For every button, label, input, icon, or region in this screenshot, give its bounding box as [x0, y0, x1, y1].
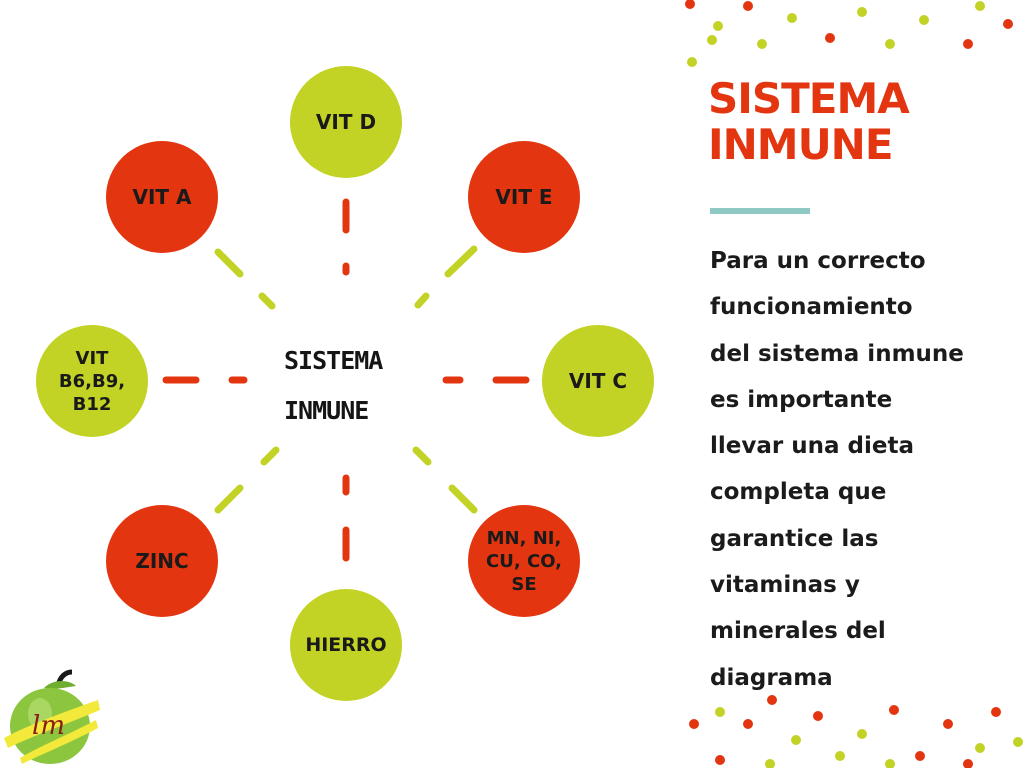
center-title-line-1: SISTEMA	[284, 346, 383, 375]
decorative-dot	[1003, 19, 1013, 29]
decorative-dot	[713, 21, 723, 31]
decorative-dot	[743, 719, 753, 729]
node-vit-b: VIT B6,B9, B12	[36, 325, 148, 437]
decorative-dot	[943, 719, 953, 729]
center-title-line-2: INMUNE	[284, 396, 369, 425]
node-minerales: MN, NI, CU, CO, SE	[468, 505, 580, 617]
node-vit-e-label: VIT E	[495, 185, 553, 209]
decorative-dot	[767, 695, 777, 705]
logo-text: lm	[32, 711, 65, 741]
decorative-dot	[975, 1, 985, 11]
node-hierro-label: HIERRO	[305, 634, 387, 656]
decorative-dot	[885, 759, 895, 768]
connector-minerales-2	[412, 446, 432, 466]
decorative-dots-bottom	[689, 695, 1023, 768]
node-vit-d: VIT D	[290, 66, 402, 178]
connector-vit-a-2	[258, 292, 276, 310]
decorative-dot	[689, 719, 699, 729]
node-vit-c: VIT C	[542, 325, 654, 437]
logo: lm	[0, 664, 104, 768]
node-vit-e: VIT E	[468, 141, 580, 253]
connector-vit-e-2	[414, 292, 430, 309]
decorative-dot	[889, 705, 899, 715]
decorative-dot	[963, 39, 973, 49]
node-vit-a-label: VIT A	[132, 185, 192, 209]
decorative-dot	[835, 751, 845, 761]
node-vit-d-label: VIT D	[315, 110, 377, 134]
decorative-dot	[885, 39, 895, 49]
decorative-dots-top	[685, 0, 1013, 67]
connector-vit-e-1	[444, 245, 478, 278]
center-title: SISTEMA INMUNE	[284, 336, 424, 436]
decorative-dot	[743, 1, 753, 11]
decorative-dot	[715, 707, 725, 717]
decorative-dot	[707, 35, 717, 45]
node-minerales-label: MN, NI, CU, CO, SE	[486, 527, 562, 595]
decorative-dot	[975, 743, 985, 753]
decorative-dot	[715, 755, 725, 765]
decorative-dot	[915, 751, 925, 761]
decorative-dot	[1013, 737, 1023, 747]
decorative-dot	[919, 15, 929, 25]
decorative-dot	[857, 729, 867, 739]
decorative-dot	[765, 759, 775, 768]
connector-zinc-1	[214, 484, 244, 514]
node-vit-b-label: VIT B6,B9, B12	[58, 347, 126, 415]
decorative-dot	[857, 7, 867, 17]
connector-minerales-1	[448, 484, 478, 514]
decorative-dot	[825, 33, 835, 43]
decorative-dot	[685, 0, 695, 9]
description-text: Para un correcto funcionamiento del sist…	[710, 248, 964, 691]
node-hierro: HIERRO	[290, 589, 402, 701]
node-vit-c-label: VIT C	[568, 369, 628, 393]
decorative-dot	[787, 13, 797, 23]
node-zinc-label: ZINC	[135, 549, 189, 573]
title-underline	[710, 208, 810, 214]
decorative-dot	[791, 735, 801, 745]
connector-zinc-2	[260, 446, 280, 466]
decorative-dot	[991, 707, 1001, 717]
node-vit-a: VIT A	[106, 141, 218, 253]
apple-measuring-tape-icon: lm	[4, 669, 100, 764]
decorative-dot	[687, 57, 697, 67]
decorative-dot	[757, 39, 767, 49]
decorative-dot	[963, 759, 973, 768]
node-zinc: ZINC	[106, 505, 218, 617]
connector-vit-a-1	[214, 248, 244, 278]
page-title: SISTEMA INMUNE	[708, 74, 910, 169]
decorative-dot	[813, 711, 823, 721]
